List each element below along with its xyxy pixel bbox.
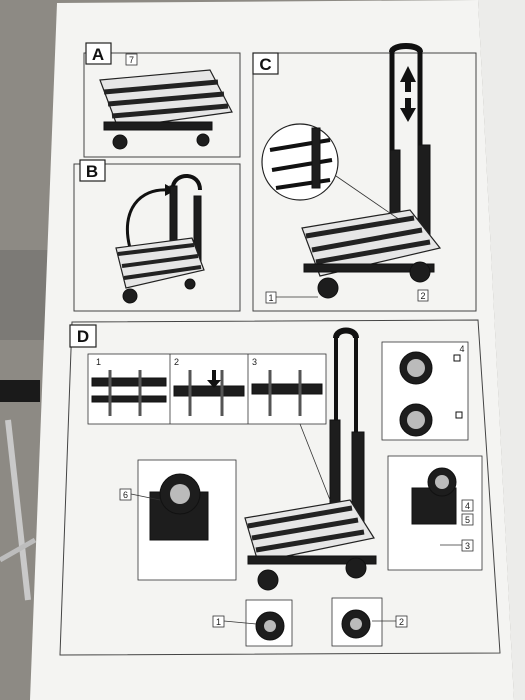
right-callout-5: 5 [465,515,470,525]
panel-c-callout-1-box [265,291,277,304]
next-page-edge [478,0,525,700]
panel-b-frame [73,163,241,312]
step-1-number: 1 [96,357,101,367]
panel-c-label-box [252,52,279,75]
panel-b-label: B [86,162,98,181]
telescopic-handle-illustration [301,43,442,299]
panel-c-frame [252,52,477,312]
ladder-metal [0,380,40,601]
down-arrow-icon [207,370,221,388]
wheel-detail-right: 4 5 3 [387,455,483,571]
panel-d: D 1 2 3 4 [59,319,501,656]
panel-a-label-box [85,42,112,65]
lock-callout: 4 [459,344,464,354]
wheel-inset-1: 1 [212,599,293,647]
locked-padlock-icon [453,354,461,362]
handle-detail-zoom [261,123,401,221]
panel-a-frame [83,52,241,158]
unlocked-padlock-icon [455,411,463,419]
right-callout-3: 3 [465,541,470,551]
step-2-number: 2 [174,357,179,367]
panel-c-callout-2-box [417,289,429,302]
panel-b-label-box [79,159,106,182]
wheel-detail-left: 6 [119,459,237,581]
wheel-inset-2: 2 [331,597,408,647]
panel-d-frame [59,319,501,656]
step-3-number: 3 [252,357,257,367]
panel-a-callout: 7 [129,55,134,65]
panel-a-label: A [92,45,104,64]
main-trolley-illustration [244,327,377,591]
folded-trolley-illustration [99,69,233,150]
brake-lock-detail: 4 [381,341,469,441]
up-down-arrow-icon [400,66,416,122]
right-callout-4: 4 [465,501,470,511]
panel-c-callout-2: 2 [420,291,425,301]
bottom-callout-1: 1 [216,617,221,627]
bottom-callout-2: 2 [399,617,404,627]
panel-c-label: C [259,55,271,74]
panel-c-callout-1: 1 [268,293,273,303]
left-detail-callout: 6 [123,490,128,500]
rotate-arrow-icon [125,188,169,249]
folding-steps-strip: 1 2 3 [87,353,327,425]
panel-c: C [252,43,477,312]
panel-d-label-box [69,324,97,348]
panel-a-callout-box [125,53,138,66]
unfolding-trolley-illustration [115,174,205,304]
panel-b: B [73,159,241,312]
panel-a: A 7 [83,42,241,158]
panel-d-label: D [77,327,89,346]
